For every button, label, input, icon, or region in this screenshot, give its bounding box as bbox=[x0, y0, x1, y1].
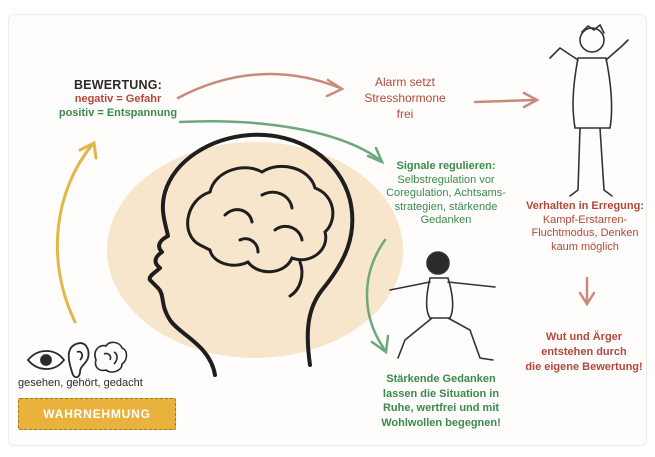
regulate-line-4: Gedanken bbox=[380, 214, 512, 228]
alarm-line-2: Stresshormone bbox=[340, 90, 470, 106]
alarm-block: Alarm setzt Stresshormone frei bbox=[340, 74, 470, 122]
stressed-figure-drawing bbox=[550, 25, 628, 196]
yoga-figure-drawing bbox=[390, 252, 495, 360]
anger-block: Wut und Ärger entstehen durch die eigene… bbox=[516, 330, 652, 375]
perception-label: WAHRNEHMUNG bbox=[19, 399, 175, 429]
regulate-block: Signale regulieren: Selbstregulation vor… bbox=[380, 160, 512, 228]
alarm-line-1: Alarm setzt bbox=[340, 74, 470, 90]
evaluation-positive: positiv = Entspannung bbox=[48, 106, 188, 120]
perception-badge: WAHRNEHMUNG bbox=[18, 398, 176, 430]
behavior-line-3: kaum möglich bbox=[518, 241, 652, 255]
brain-icon bbox=[95, 342, 127, 372]
strengthening-line-4: Wohlwollen begegnen! bbox=[366, 416, 516, 431]
anger-line-2: entstehen durch bbox=[516, 345, 652, 360]
arrow-evaluation-to-alarm bbox=[178, 74, 340, 98]
regulate-line-1: Selbstregulation vor bbox=[380, 174, 512, 188]
regulate-line-3: strategien, stärkende bbox=[380, 201, 512, 215]
strengthening-line-1: Stärkende Gedanken bbox=[366, 372, 516, 387]
evaluation-heading: BEWERTUNG: bbox=[48, 78, 188, 92]
evaluation-negative: negativ = Gefahr bbox=[48, 92, 188, 106]
regulate-line-2: Coregulation, Achtsams- bbox=[380, 187, 512, 201]
strengthening-line-2: lassen die Situation in bbox=[366, 387, 516, 402]
senses-caption: gesehen, gehört, gedacht bbox=[18, 376, 178, 390]
arrow-alarm-to-figure bbox=[475, 100, 535, 102]
behavior-block: Verhalten in Erregung: Kampf-Erstarren- … bbox=[518, 200, 652, 254]
eye-icon bbox=[28, 351, 64, 369]
behavior-line-1: Kampf-Erstarren- bbox=[518, 214, 652, 228]
background-blob bbox=[107, 142, 403, 358]
alarm-line-3: frei bbox=[340, 106, 470, 122]
behavior-heading: Verhalten in Erregung: bbox=[518, 200, 652, 214]
ear-icon bbox=[69, 343, 89, 377]
evaluation-block: BEWERTUNG: negativ = Gefahr positiv = En… bbox=[48, 78, 188, 120]
behavior-line-2: Fluchtmodus, Denken bbox=[518, 227, 652, 241]
anger-line-3: die eigene Bewertung! bbox=[516, 360, 652, 375]
strengthening-line-3: Ruhe, wertfrei und mit bbox=[366, 401, 516, 416]
strengthening-block: Stärkende Gedanken lassen die Situation … bbox=[366, 372, 516, 430]
anger-line-1: Wut und Ärger bbox=[516, 330, 652, 345]
arrow-perception-to-evaluation bbox=[57, 145, 92, 322]
regulate-heading: Signale regulieren: bbox=[380, 160, 512, 174]
